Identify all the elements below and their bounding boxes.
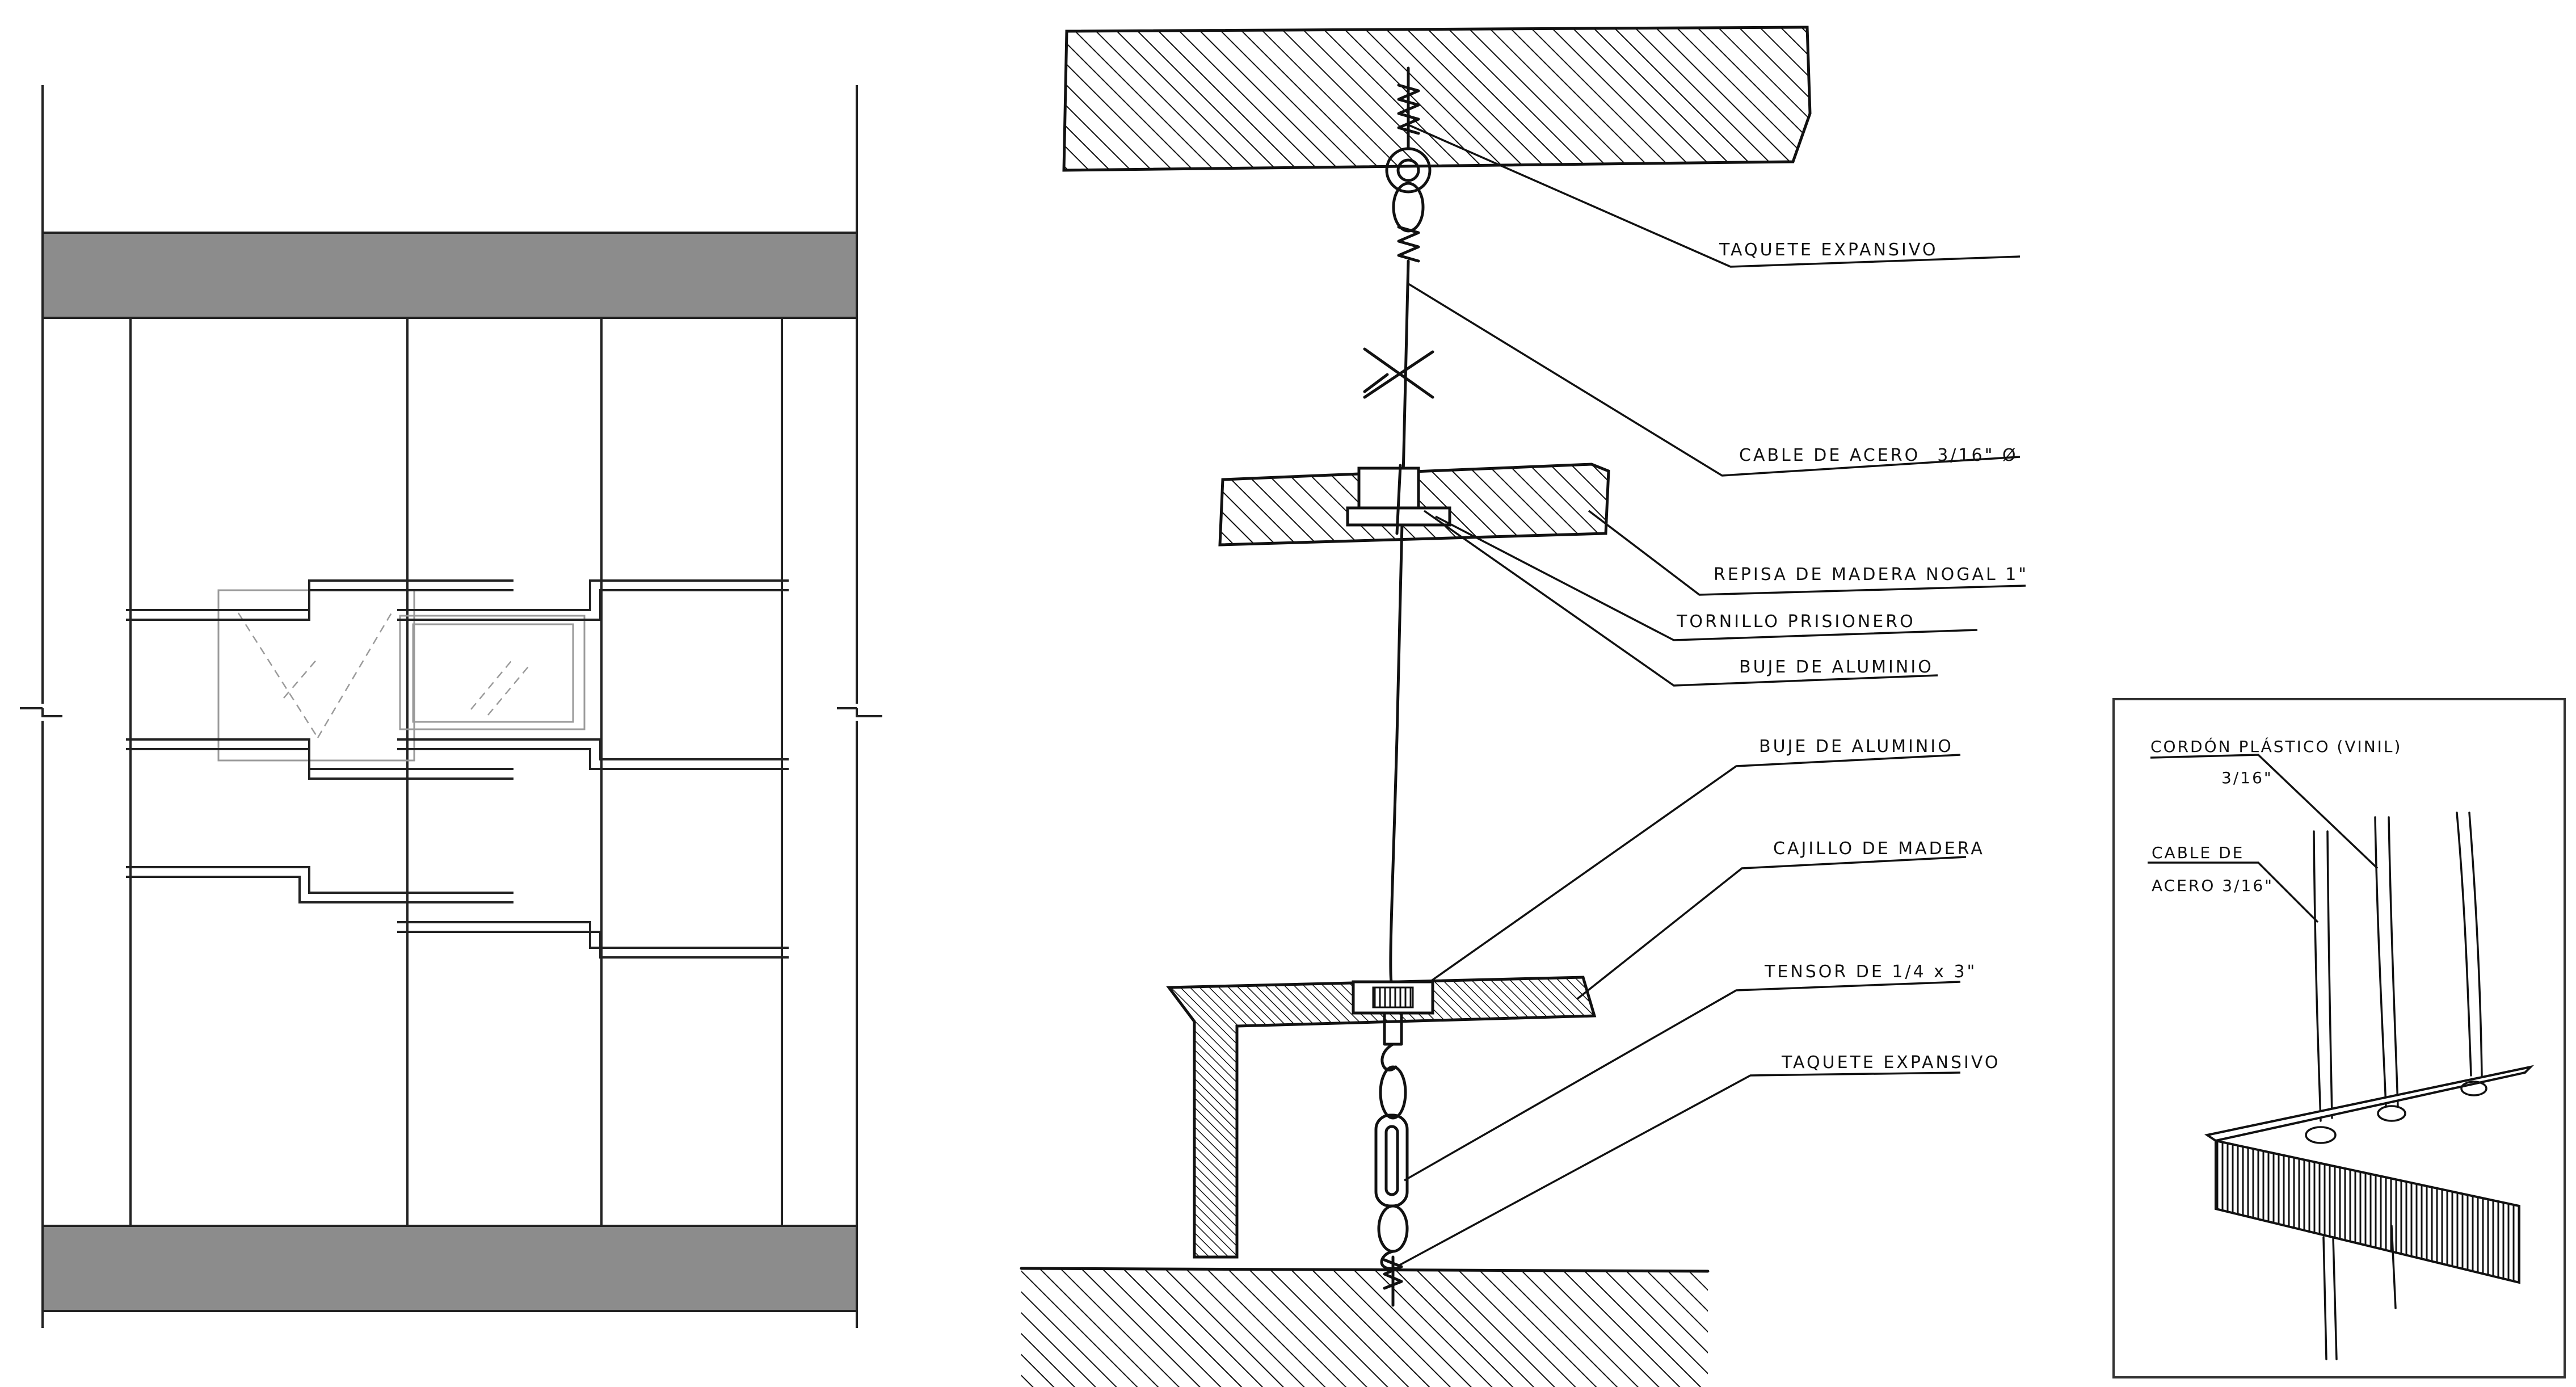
- leader-cajillo: [1576, 856, 1967, 1000]
- detail-label-cordon: CORDÓN PLÁSTICO (VINIL): [2150, 737, 2402, 756]
- glass-hatch: [487, 663, 531, 716]
- glass-box-right: [399, 615, 586, 730]
- detail-cable-lower: [2322, 1236, 2338, 1360]
- label-cable-size: 3/16" Ø: [1937, 445, 2018, 465]
- leader-tensor: [1404, 981, 1961, 1182]
- shelf-top-edge: [2206, 1066, 2532, 1136]
- floor-line: [1020, 1267, 1710, 1273]
- shelf-1: [126, 579, 513, 621]
- floor-slab: [1021, 1268, 1708, 1387]
- detail-cable: [2374, 816, 2387, 1108]
- detail-label-cordon-size: 3/16": [2221, 768, 2273, 787]
- shelf-elevation: [20, 85, 882, 1328]
- shelf-grommet: [2305, 1126, 2337, 1144]
- label-cajillo: CAJILLO DE MADERA: [1773, 839, 1985, 859]
- right-break-mark: [837, 707, 882, 717]
- shelf-grommet: [2377, 1105, 2406, 1122]
- shelf-5: [126, 866, 513, 903]
- detail-cable: [2468, 812, 2483, 1077]
- detail-leader-cable: [2148, 861, 2319, 923]
- expansion-anchor-top: [1385, 66, 1432, 263]
- label-tornillo: TORNILLO PRISIONERO: [1676, 612, 1916, 632]
- detail-cable: [2313, 830, 2322, 1122]
- shelf-grommet: [2460, 1081, 2487, 1096]
- label-cable: CABLE DE ACERO 3/16" Ø: [1739, 445, 2018, 465]
- label-taquete-top: TAQUETE EXPANSIVO: [1719, 240, 1938, 260]
- leader-repisa: [1588, 510, 2026, 596]
- detail-leader-cordon: [2150, 754, 2379, 869]
- glass-hatch: [283, 658, 318, 699]
- leader-taquete-bottom: [1398, 1071, 1961, 1267]
- label-cable-text: CABLE DE ACERO: [1739, 445, 1920, 465]
- detail-label-cable: CABLE DE: [2152, 843, 2244, 862]
- glass-hatch: [470, 658, 514, 710]
- label-buje-2: BUJE DE ALUMINIO: [1759, 737, 1954, 756]
- leader-tornillo: [1435, 515, 1978, 641]
- shelf-6: [397, 921, 789, 959]
- perspective-detail: CORDÓN PLÁSTICO (VINIL) 3/16" CABLE DE A…: [2112, 698, 2566, 1378]
- glass-box-left: [217, 589, 415, 762]
- wood-box: [1166, 976, 1597, 1259]
- bottom-slab: [41, 1225, 858, 1312]
- detail-cable: [2326, 830, 2333, 1119]
- detail-cable: [2456, 812, 2472, 1077]
- glass-hatch: [317, 612, 393, 738]
- top-slab: [41, 232, 858, 319]
- expansion-anchor-bottom: [1383, 1255, 1403, 1307]
- label-repisa: REPISA DE MADERA NOGAL 1": [1714, 565, 2028, 585]
- leader-cable: [1408, 283, 2021, 477]
- shelf-3: [126, 738, 513, 780]
- glass-hatch: [237, 612, 319, 738]
- leader-buje-1: [1423, 510, 1938, 687]
- turnbuckle: [1374, 1011, 1409, 1271]
- label-tensor: TENSOR DE 1/4 x 3": [1764, 962, 1977, 982]
- aluminum-bushing-1: [1357, 466, 1420, 515]
- shelf-2: [397, 579, 789, 621]
- detail-label-cable-size: ACERO 3/16": [2152, 876, 2274, 895]
- glass-box-right-inner: [412, 623, 574, 723]
- ceiling-slab: [1062, 26, 1812, 172]
- label-buje-1: BUJE DE ALUMINIO: [1739, 657, 1934, 677]
- leader-taquete-top: [1408, 124, 2021, 268]
- detail-cable: [2388, 816, 2399, 1108]
- shelf-4: [397, 738, 789, 770]
- left-break-mark: [20, 707, 62, 717]
- steel-cable: [1389, 259, 1410, 983]
- leader-buje-2: [1429, 754, 1961, 983]
- cable-break-symbol: [1363, 347, 1434, 399]
- label-taquete-bottom: TAQUETE EXPANSIVO: [1781, 1053, 2000, 1073]
